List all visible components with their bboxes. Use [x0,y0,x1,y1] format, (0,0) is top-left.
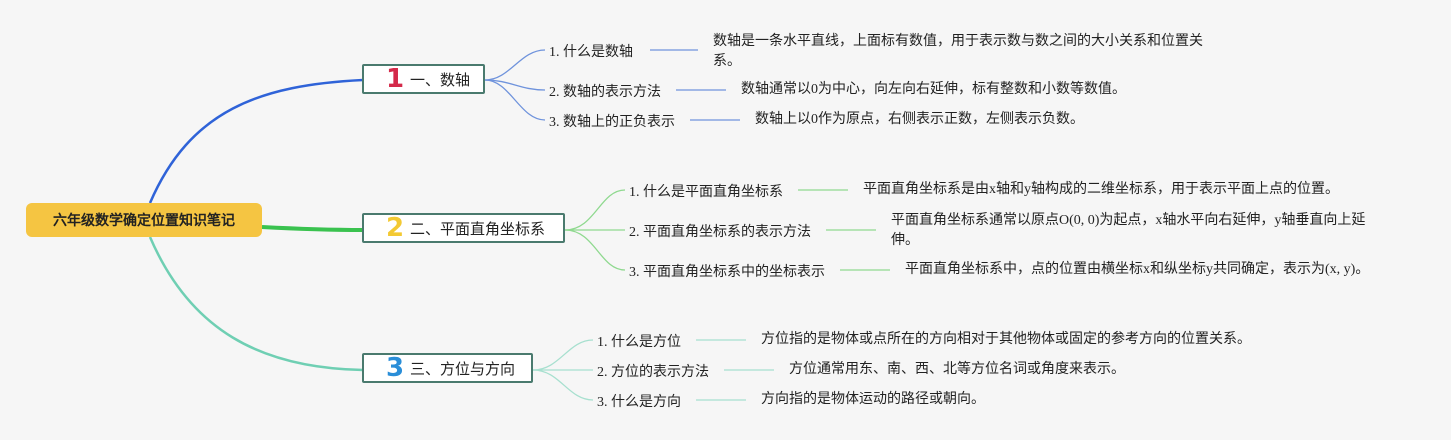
root-topic[interactable]: 六年级数学确定位置知识笔记 [26,203,262,237]
branch-topic-1[interactable]: 1 一、数轴 [362,64,485,94]
branch-topic-3[interactable]: 3 三、方位与方向 [362,353,533,383]
subtopic-2-2[interactable]: 2. 平面直角坐标系的表示方法 [629,225,811,240]
subtopic-1-3[interactable]: 3. 数轴上的正负表示 [549,115,675,130]
note-3-3: 方向指的是物体运动的路径或朝向。 [761,392,985,407]
connector-root-branch-3 [148,236,364,372]
note-2-2: 平面直角坐标系通常以原点O(0, 0)为起点，x轴水平向右延伸，y轴垂直向上延伸… [891,213,1366,248]
connector-root-branch-1 [148,78,364,204]
branch-label: 三、方位与方向 [410,359,516,378]
connector-b1-item2 [484,79,546,91]
subtopic-2-1[interactable]: 1. 什么是平面直角坐标系 [629,185,783,200]
note-3-2: 方位通常用东、南、西、北等方位名词或角度来表示。 [789,362,1125,377]
subtopic-3-3[interactable]: 3. 什么是方向 [597,395,681,410]
connector-b2-item3 [564,229,626,271]
subtopic-2-3[interactable]: 3. 平面直角坐标系中的坐标表示 [629,265,825,280]
subtopic-1-1[interactable]: 1. 什么是数轴 [549,45,633,60]
branch-label: 一、数轴 [410,70,471,89]
connector-b3-item1 [532,339,594,371]
note-2-1: 平面直角坐标系是由x轴和y轴构成的二维坐标系，用于表示平面上点的位置。 [863,182,1339,197]
subtopic-3-2[interactable]: 2. 方位的表示方法 [597,365,709,380]
number-2-icon: 2 [386,213,405,243]
connector-b1-item3 [484,79,546,121]
number-3-icon: 3 [386,353,405,383]
note-1-1: 数轴是一条水平直线，上面标有数值，用于表示数与数之间的大小关系和位置关系。 [713,34,1203,69]
connector-b2-item1 [564,189,626,231]
connector-b3-item3 [532,369,594,401]
subtopic-1-2[interactable]: 2. 数轴的表示方法 [549,85,661,100]
note-1-3: 数轴上以0作为原点，右侧表示正数，左侧表示负数。 [755,112,1084,127]
root-title: 六年级数学确定位置知识笔记 [53,213,235,229]
branch-topic-2[interactable]: 2 二、平面直角坐标系 [362,213,565,243]
number-1-icon: 1 [386,64,405,94]
connector-b1-item1 [484,49,546,81]
branch-label: 二、平面直角坐标系 [410,219,546,238]
connector-root-branch-2 [261,225,364,232]
note-3-1: 方位指的是物体或点所在的方向相对于其他物体或固定的参考方向的位置关系。 [761,332,1251,347]
note-2-3: 平面直角坐标系中，点的位置由横坐标x和纵坐标y共同确定，表示为(x, y)。 [905,262,1370,277]
subtopic-3-1[interactable]: 1. 什么是方位 [597,335,681,350]
note-1-2: 数轴通常以0为中心，向左向右延伸，标有整数和小数等数值。 [741,82,1126,97]
